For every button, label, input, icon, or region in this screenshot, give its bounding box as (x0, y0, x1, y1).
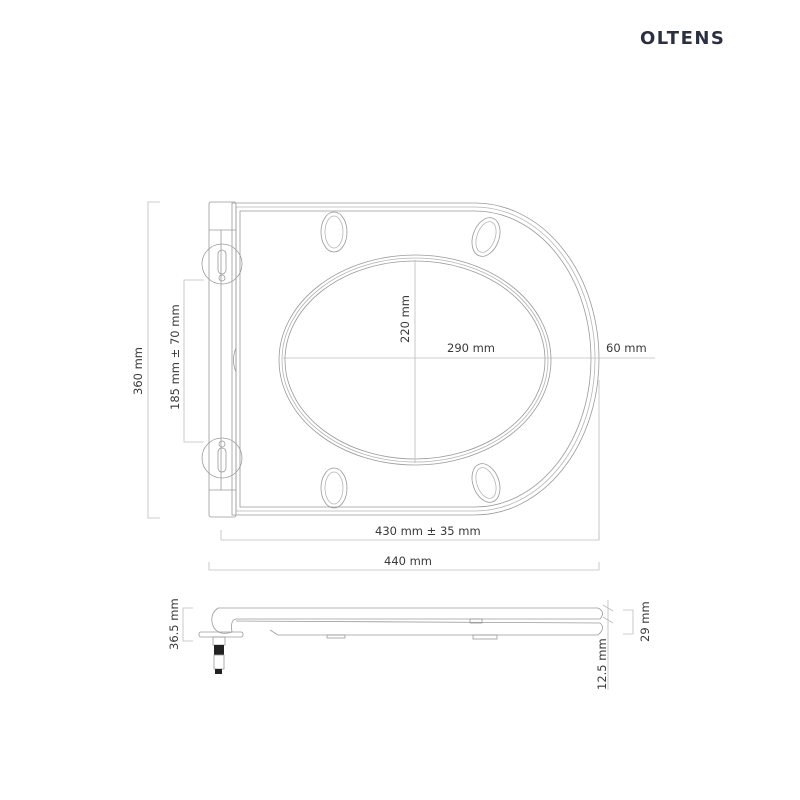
opening-length-label: 220 mm (398, 295, 412, 343)
hinge-bottom (201, 437, 243, 479)
overall-depth-label: 440 mm (384, 554, 432, 568)
hinge-spacing-label: 185 mm ± 70 mm (168, 304, 182, 410)
rim-width-label: 60 mm (606, 341, 647, 355)
hinge-height-label: 36.5 mm (167, 598, 181, 650)
seat-lid-height-label: 29 mm (638, 601, 652, 642)
bumper-pads (320, 211, 501, 509)
brand-logo: OLTENS (640, 28, 726, 49)
opening-width-label: 290 mm (447, 341, 495, 355)
seat-thickness-label: 12.5 mm (595, 638, 609, 690)
seat-top-view (201, 201, 655, 540)
overall-length-label: 360 mm (131, 347, 145, 395)
fixing-to-front-label: 430 mm ± 35 mm (375, 524, 481, 538)
seat-side-view (198, 607, 603, 674)
hinge-top (201, 243, 243, 285)
